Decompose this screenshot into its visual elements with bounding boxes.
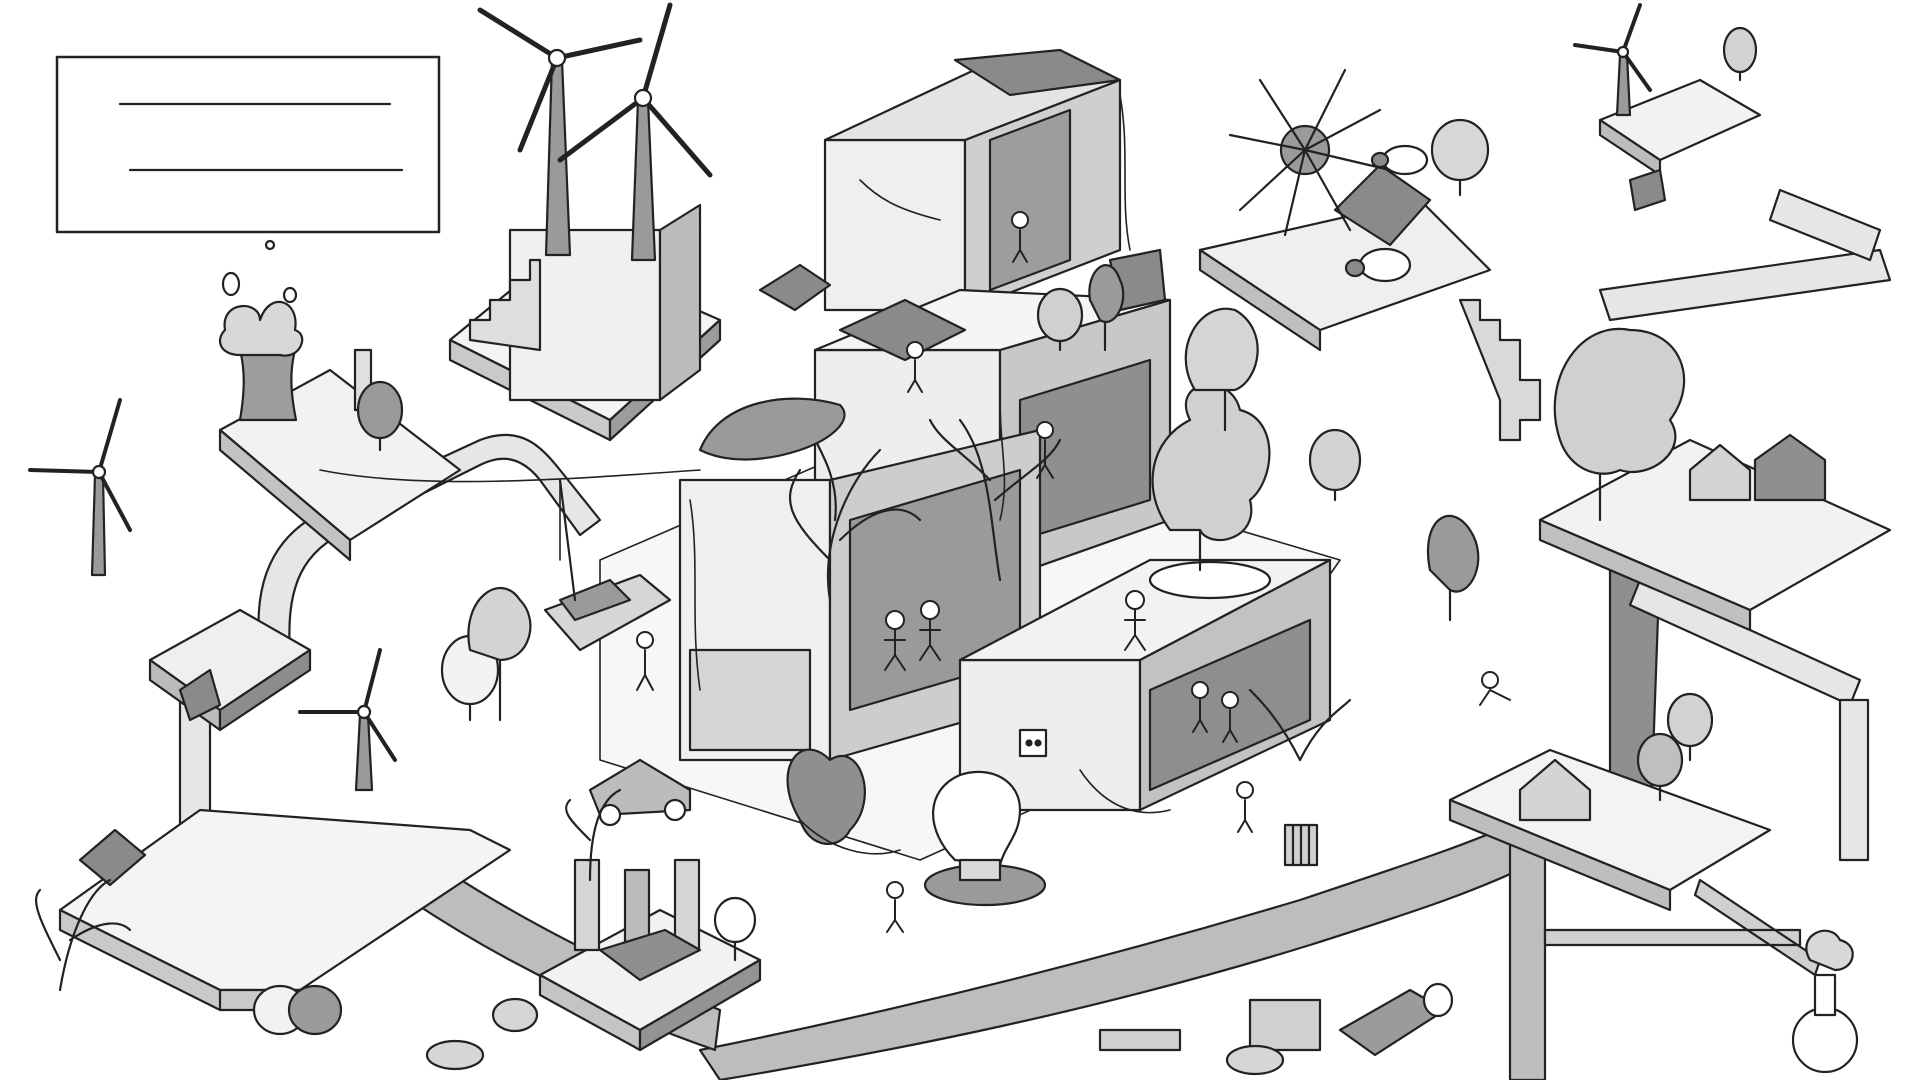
light-bulb-icon [923,770,1047,907]
solar-panel-icon [78,828,147,887]
tree-icon [356,380,404,452]
roof-tree-hole [1148,560,1272,600]
solar-panel-icon [178,668,222,722]
wind-turbine-icon [1573,3,1652,117]
bottom-pipes [1098,998,1322,1052]
wind-turbines [28,2,1652,792]
tree-icon [1553,327,1686,522]
palm-icon [928,418,1062,582]
wind-turbine-icon [298,648,397,792]
palms [35,418,1352,992]
person-icon [1479,671,1511,706]
platform-neighborhood-side [1538,518,1752,632]
person-icon [1011,211,1029,263]
ground-shrubs [425,997,1285,1076]
vines [319,94,1171,855]
boat-icon [543,478,672,652]
palm-icon [788,428,922,602]
tree-icon [1666,692,1714,762]
solar-panel-icon [1628,168,1667,212]
person-icon [906,341,924,393]
thought-bubble-1 [221,271,241,297]
solar-panel-icon [758,263,832,312]
house-icon [1688,443,1752,502]
person-icon [884,610,906,671]
thought-dot [264,239,276,251]
tree-icon [1308,428,1362,502]
house-icon [1518,758,1592,822]
low-left-window-grid [688,648,812,752]
wind-turbine-icon [28,398,132,577]
platform-right-middle-side [1448,798,1672,912]
sheep-icon [1370,144,1429,176]
tree-icon [1088,264,1125,352]
platform-sheep-hill-side [1198,248,1322,352]
trees [252,26,1758,1036]
road-top-right [1768,188,1882,262]
sheep-hill-stairs [1458,298,1542,442]
tree-icon [1184,307,1259,432]
socket-hole-1 [1025,739,1033,747]
cable [799,769,1171,855]
tree-icon [1636,732,1684,802]
tree-icon [1427,514,1480,622]
person-icon [1236,781,1254,833]
house-icon [1753,433,1827,502]
tree-icon [287,984,343,1036]
person-icon [919,600,941,661]
thought-bubble-2 [282,286,298,304]
far-right-pipes [1543,878,1822,977]
flask-icon [1791,929,1859,1074]
platform-left-island-side2 [218,648,312,732]
tree-icon [713,896,757,962]
palm-icon [565,788,622,882]
big-leaf [698,397,846,461]
tree-icon [1430,118,1490,197]
wind-turbine-icon [477,7,643,257]
tree-icon [1036,287,1084,352]
tree-icon [1722,26,1758,82]
factory-icon [573,858,702,982]
power-socket-icon [1018,728,1048,758]
solar-panel-icon [1333,163,1432,247]
title-box [55,55,441,304]
wind-turbine-icon [557,2,713,262]
tree-icon [1151,383,1271,572]
person-icon [1036,421,1054,479]
tree-icon [786,748,866,845]
solar-panel-icon [953,48,1122,97]
platform-powerplant-side [218,428,352,562]
person-icon [1191,681,1209,733]
palm-icon [35,878,132,992]
vine-lights [689,94,1131,691]
title-box-frame [55,55,441,234]
socket-hole-2 [1034,739,1042,747]
power-line [319,469,701,561]
person-icon [886,881,904,933]
sheep-icon [1344,247,1412,283]
person-icon [1124,590,1146,651]
solar-panel-icon [838,298,967,362]
tree-icon [467,587,532,722]
platform-factory-side2 [638,958,762,1052]
people [636,211,1511,933]
windblock-stairs [468,258,542,352]
radiator-icon [1283,823,1319,867]
top-module-front [823,138,967,312]
electric-car-icon [588,758,692,827]
sun-icon [1228,68,1392,237]
person-icon [636,631,654,691]
houses [1518,433,1827,822]
vertical-right-pipe [1508,818,1547,1080]
top-module-room [988,108,1072,292]
person-icon [1221,691,1239,743]
windblock-cube-side [658,203,702,402]
battery-icon [1338,982,1454,1057]
road-right-vertical [1838,698,1870,862]
solar-panels [78,48,1667,887]
palm-icon [1248,688,1352,762]
